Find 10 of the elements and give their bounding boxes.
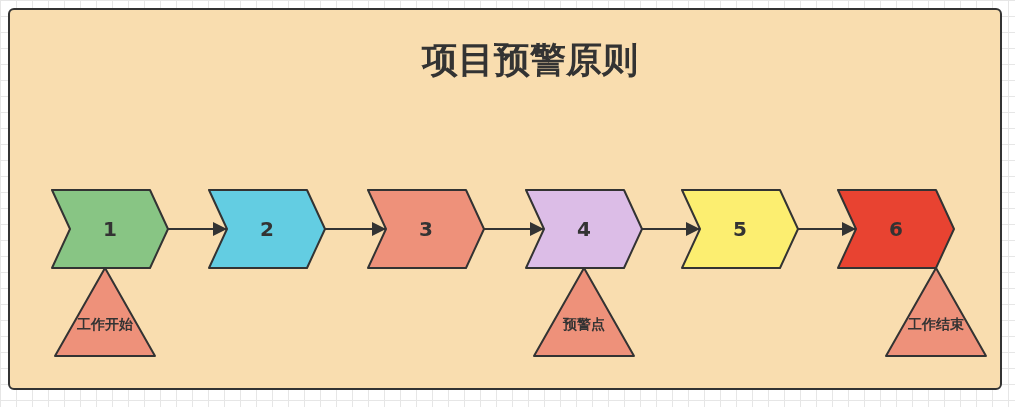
- chevron-step: 2: [209, 190, 325, 268]
- chevron-step: 5: [682, 190, 798, 268]
- chevron-step: 4: [526, 190, 642, 268]
- chevron-step: 3: [368, 190, 484, 268]
- triangle-marker: 预警点: [534, 268, 634, 357]
- chevron-step: 1: [52, 190, 168, 268]
- title: 项目预警原则: [420, 38, 639, 82]
- chevron-step: 6: [838, 190, 954, 268]
- triangle-marker: 工作开始: [55, 268, 155, 357]
- triangle-marker: 工作结束: [886, 268, 986, 357]
